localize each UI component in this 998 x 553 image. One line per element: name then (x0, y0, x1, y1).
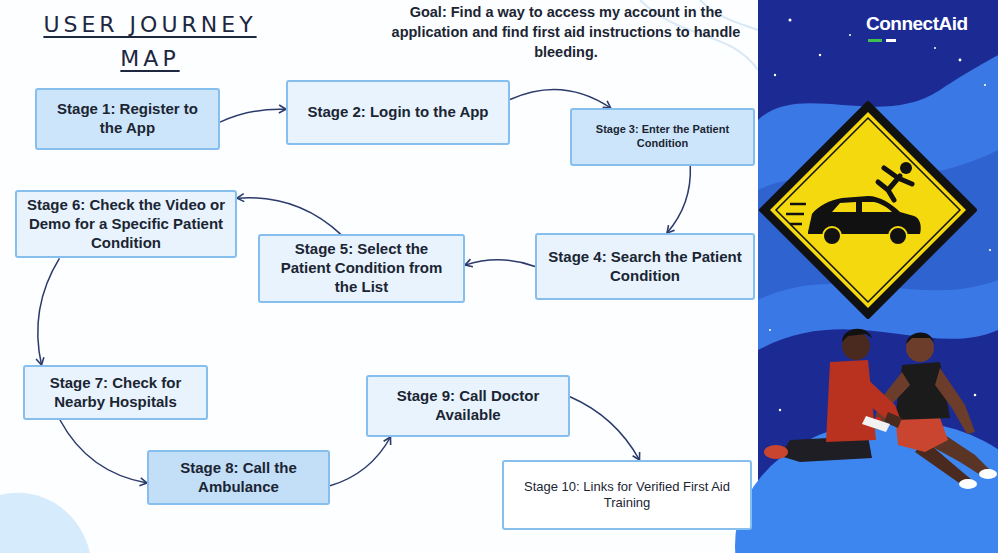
process-box: Stage 7: Check for Nearby Hospitals (23, 365, 208, 420)
box-text: Stage 1: Register to the App (45, 100, 210, 138)
process-box: Stage 6: Check the Video or Demo for a S… (15, 190, 237, 258)
box-text: Stage 10: Links for Verified First Aid T… (512, 479, 742, 512)
diagram-title: USER JOURNEY MAP (15, 8, 285, 76)
star (769, 329, 771, 331)
flow-arrow (465, 260, 535, 267)
goal-note: Goal: Find a way to access my account in… (378, 2, 754, 62)
process-box: Stage 10: Links for Verified First Aid T… (502, 460, 752, 530)
falling-person (878, 168, 912, 200)
box-text: Stage 3: Enter the Patient Condition (580, 123, 745, 151)
sign-border (761, 103, 975, 317)
corner-blob (0, 493, 90, 553)
box-text: Stage 7: Check for Nearby Hospitals (33, 374, 198, 412)
car-wheel (889, 227, 907, 245)
first-aid-illustration (764, 329, 997, 489)
process-box: Stage 8: Call the Ambulance (147, 450, 330, 505)
victim-shoe (959, 479, 977, 489)
rescuer-hair (842, 329, 872, 342)
star (934, 47, 936, 49)
star (984, 84, 986, 86)
box-text: Stage 9: Call Doctor Available (376, 387, 560, 425)
flow-arrow (510, 89, 611, 108)
star (789, 19, 792, 22)
falling-person-head (900, 162, 912, 174)
rescuer-shoe (764, 445, 788, 459)
logo-mark (868, 39, 882, 42)
bandage (862, 416, 890, 432)
warning-sign (761, 103, 975, 317)
logo-mark (886, 39, 896, 42)
box-text: Stage 2: Login to the App (307, 103, 488, 122)
flow-arrow (237, 198, 341, 235)
car-window (832, 202, 892, 212)
star (974, 394, 977, 397)
process-box: Stage 2: Login to the App (286, 80, 510, 145)
process-box: Stage 9: Call Doctor Available (366, 375, 570, 437)
process-box: Stage 3: Enter the Patient Condition (570, 108, 755, 166)
victim-shoe (979, 469, 997, 479)
flow-arrow (570, 397, 640, 460)
star (989, 249, 991, 251)
process-box: Stage 1: Register to the App (35, 88, 220, 150)
box-text: Stage 8: Call the Ambulance (157, 459, 320, 497)
victim-arm (935, 368, 975, 434)
flow-arrow (38, 258, 60, 365)
sign-face (770, 112, 966, 308)
box-text: Stage 5: Select the Patient Condition fr… (268, 240, 455, 296)
panel-wave (758, 55, 998, 350)
flow-arrow (667, 166, 690, 233)
brand-logo: ConnectAid (866, 13, 968, 35)
sign-inner-line (776, 118, 960, 302)
star (849, 34, 851, 36)
flow-arrow (330, 437, 391, 486)
victim-shorts (895, 415, 948, 452)
car-wheel (823, 227, 841, 245)
flow-arrow (220, 109, 286, 122)
star (779, 409, 781, 411)
speed-lines (786, 204, 806, 224)
flow-arrow (60, 420, 147, 483)
box-text: Stage 6: Check the Video or Demo for a S… (25, 196, 227, 252)
process-box: Stage 5: Select the Patient Condition fr… (258, 234, 465, 302)
star (774, 74, 776, 76)
star (959, 59, 962, 62)
star (819, 54, 821, 56)
victim-hair (906, 332, 934, 344)
process-box: Stage 4: Search the Patient Condition (535, 233, 755, 300)
box-text: Stage 4: Search the Patient Condition (545, 248, 745, 286)
